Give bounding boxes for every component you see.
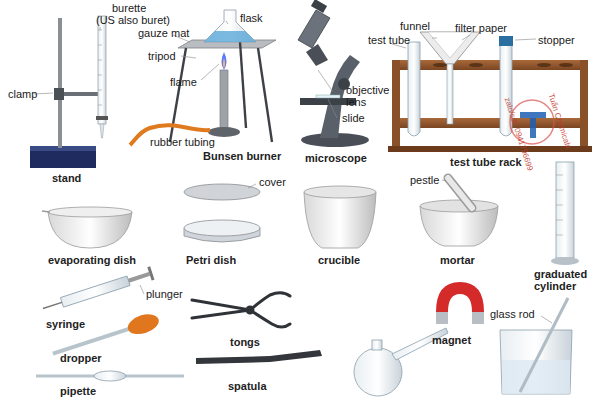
item-caption: microscope [305,152,367,164]
part-name: slide [342,112,365,124]
item-caption: tongs [230,336,260,348]
part-name: tripod [148,50,176,62]
part-name: burette [112,2,146,14]
part-name: clamp [8,88,37,100]
part-name: plunger [146,288,183,300]
part-name: glass rod [490,308,535,320]
part-name: flame [170,76,197,88]
item-caption: graduated cylinder [534,268,596,292]
part-name: funnel [400,20,430,32]
item-caption: evaporating dish [48,254,136,266]
part-name: objective lens [346,84,396,108]
part-name: stopper [538,34,575,46]
part-name: gauze mat [138,27,189,39]
part-name: filter paper [455,22,507,34]
part-name: cover [259,176,286,188]
item-caption: pipette [60,385,96,397]
item-caption: crucible [318,254,360,266]
item-caption: mortar [440,254,475,266]
item-caption: Bunsen burner [203,150,281,162]
part-name: pestle [410,174,439,186]
item-caption: test tube rack [450,156,522,168]
item-caption: stand [52,172,81,184]
item-caption: spatula [228,380,267,392]
item-caption: syringe [46,318,85,330]
part-name: (US also buret) [96,14,170,26]
part-name: flask [240,12,263,24]
item-caption: Petri dish [186,254,236,266]
item-caption: dropper [60,352,102,364]
item-caption: magnet [432,334,471,346]
part-name: test tube [368,34,410,46]
part-name: rubber tubing [150,136,215,148]
